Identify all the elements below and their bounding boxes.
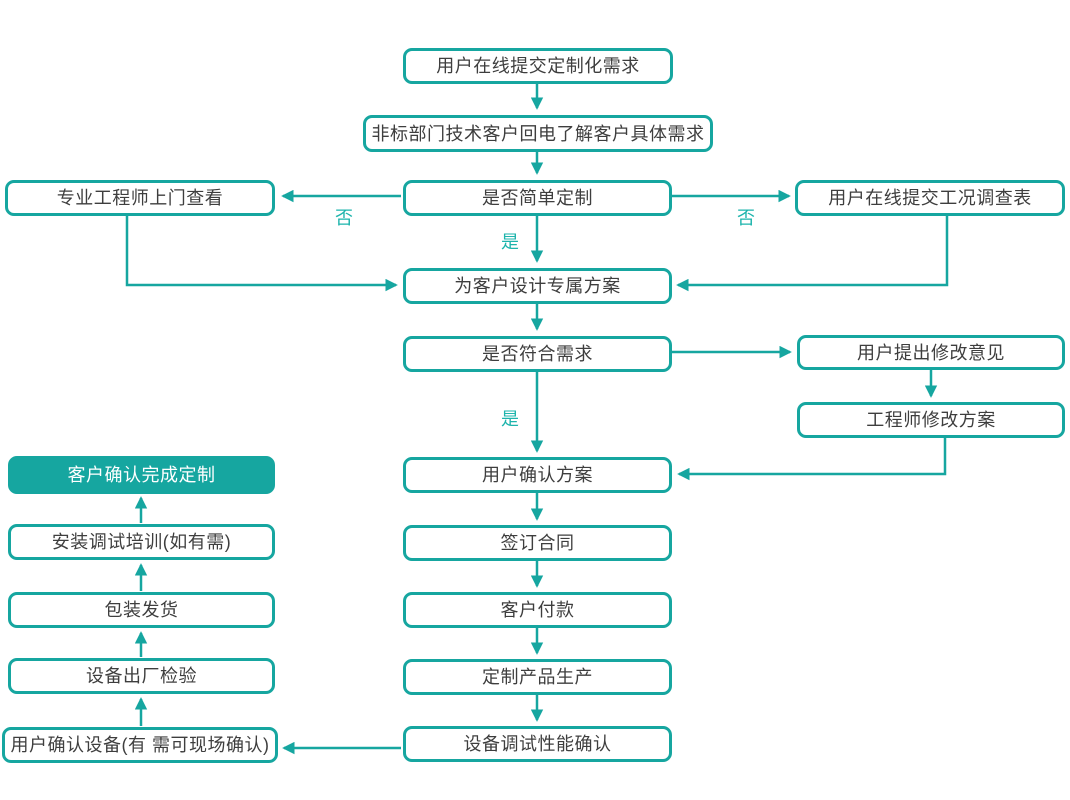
node-production: 定制产品生产 — [403, 659, 672, 695]
edge-label-no-left: 否 — [335, 208, 353, 228]
node-sign-contract: 签订合同 — [403, 525, 672, 561]
node-confirm-device: 用户确认设备(有 需可现场确认) — [2, 727, 278, 763]
node-survey-form: 用户在线提交工况调查表 — [795, 180, 1065, 216]
edge-survey-to-design — [676, 216, 949, 292]
node-engineer-visit: 专业工程师上门查看 — [5, 180, 275, 216]
node-design-plan: 为客户设计专属方案 — [403, 268, 672, 304]
node-custom-complete: 客户确认完成定制 — [8, 456, 275, 494]
node-packing-shipping: 包装发货 — [8, 592, 275, 628]
node-factory-inspection: 设备出厂检验 — [8, 658, 275, 694]
edge-label-no-right: 否 — [737, 208, 755, 228]
node-confirm-plan: 用户确认方案 — [403, 457, 672, 493]
edge-visit-to-design — [125, 216, 398, 292]
node-feedback: 用户提出修改意见 — [797, 335, 1065, 370]
node-submit-request: 用户在线提交定制化需求 — [403, 48, 673, 84]
node-callback: 非标部门技术客户回电了解客户具体需求 — [363, 115, 713, 152]
node-install-training: 安装调试培训(如有需) — [8, 524, 275, 560]
node-meets-needs: 是否符合需求 — [403, 336, 672, 372]
edge-label-yes-to-design: 是 — [501, 232, 519, 252]
node-revise-plan: 工程师修改方案 — [797, 402, 1065, 438]
node-simple-custom: 是否简单定制 — [403, 180, 672, 216]
edge-label-yes-to-confirm: 是 — [501, 409, 519, 429]
node-payment: 客户付款 — [403, 592, 672, 628]
node-debug-performance: 设备调试性能确认 — [403, 726, 672, 762]
edge-revise-to-confirmplan — [677, 438, 947, 481]
